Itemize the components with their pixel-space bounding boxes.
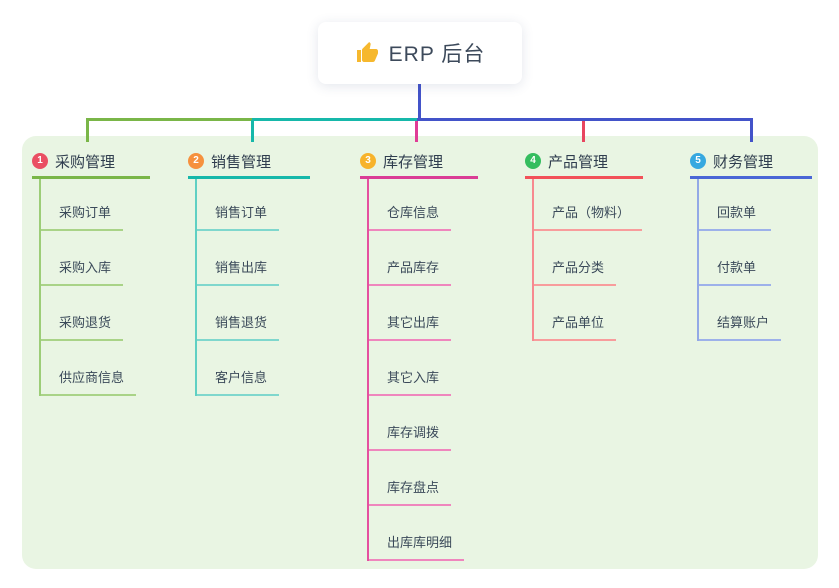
branch-4-title-node[interactable]: 4 产品管理 — [525, 148, 643, 179]
branch-2: 2 销售管理销售订单销售出库销售退货客户信息 — [188, 148, 310, 396]
branch-2-children: 销售订单销售出库销售退货客户信息 — [195, 179, 310, 396]
branches-panel — [22, 136, 818, 569]
branch-3-child-node[interactable]: 产品库存 — [369, 231, 452, 286]
branch-5-child-node[interactable]: 付款单 — [699, 231, 771, 286]
branch-3-number-badge: 3 — [360, 153, 376, 169]
connector-bus-segment-2 — [252, 118, 417, 121]
connector-drop-branch-3 — [415, 121, 418, 142]
branch-3-child-node[interactable]: 其它入库 — [369, 341, 452, 396]
connector-drop-branch-5 — [750, 118, 753, 142]
branch-2-child-node[interactable]: 销售退货 — [197, 286, 280, 341]
branch-3-child-node[interactable]: 其它出库 — [369, 286, 452, 341]
branch-3-child-node[interactable]: 库存调拨 — [369, 396, 452, 451]
branch-4-child-node[interactable]: 产品（物料） — [534, 179, 643, 231]
branch-2-label: 销售管理 — [211, 153, 272, 171]
connector-drop-branch-1 — [86, 118, 89, 142]
root-node[interactable]: ERP 后台 — [318, 22, 522, 84]
branch-3: 3 库存管理仓库信息产品库存其它出库其它入库库存调拨库存盘点出库库明细 — [360, 148, 478, 561]
branch-5: 5 财务管理回款单付款单结算账户 — [690, 148, 812, 341]
branch-5-title-node[interactable]: 5 财务管理 — [690, 148, 812, 179]
branch-5-children: 回款单付款单结算账户 — [697, 179, 812, 341]
branch-1-child-node[interactable]: 采购订单 — [41, 179, 124, 231]
connector-bus-segment-3 — [417, 118, 753, 121]
branch-2-child-node[interactable]: 客户信息 — [197, 341, 280, 396]
branch-4: 4 产品管理产品（物料）产品分类产品单位 — [525, 148, 643, 341]
branch-1-title-node[interactable]: 1 采购管理 — [32, 148, 150, 179]
branch-1-children: 采购订单采购入库采购退货供应商信息 — [39, 179, 150, 396]
branch-3-children: 仓库信息产品库存其它出库其它入库库存调拨库存盘点出库库明细 — [367, 179, 478, 561]
branch-3-child-node[interactable]: 库存盘点 — [369, 451, 452, 506]
branch-2-title-node[interactable]: 2 销售管理 — [188, 148, 310, 179]
root-node-label: ERP 后台 — [388, 43, 486, 66]
branch-1-label: 采购管理 — [55, 153, 116, 171]
branch-4-child-node[interactable]: 产品单位 — [534, 286, 617, 341]
branch-2-child-node[interactable]: 销售订单 — [197, 179, 280, 231]
thumbs-up-icon — [355, 41, 379, 65]
branch-2-child-node[interactable]: 销售出库 — [197, 231, 280, 286]
branch-3-label: 库存管理 — [383, 153, 444, 171]
branch-3-child-node[interactable]: 仓库信息 — [369, 179, 452, 231]
connector-bus-segment-1 — [86, 118, 253, 121]
connector-root-stem — [418, 84, 421, 118]
branch-1-child-node[interactable]: 采购入库 — [41, 231, 124, 286]
connector-drop-branch-4 — [582, 121, 585, 142]
branch-4-number-badge: 4 — [525, 153, 541, 169]
branch-1-child-node[interactable]: 采购退货 — [41, 286, 124, 341]
branch-5-label: 财务管理 — [713, 153, 774, 171]
branch-3-child-node[interactable]: 出库库明细 — [369, 506, 465, 561]
branch-3-title-node[interactable]: 3 库存管理 — [360, 148, 478, 179]
branch-5-number-badge: 5 — [690, 153, 706, 169]
branch-5-child-node[interactable]: 结算账户 — [699, 286, 782, 341]
branch-5-child-node[interactable]: 回款单 — [699, 179, 771, 231]
branch-2-number-badge: 2 — [188, 153, 204, 169]
branch-4-child-node[interactable]: 产品分类 — [534, 231, 617, 286]
branch-1-child-node[interactable]: 供应商信息 — [41, 341, 137, 396]
branch-1: 1 采购管理采购订单采购入库采购退货供应商信息 — [32, 148, 150, 396]
connector-drop-branch-2 — [251, 120, 254, 142]
branch-4-label: 产品管理 — [548, 153, 609, 171]
branch-4-children: 产品（物料）产品分类产品单位 — [532, 179, 643, 341]
branch-1-number-badge: 1 — [32, 153, 48, 169]
